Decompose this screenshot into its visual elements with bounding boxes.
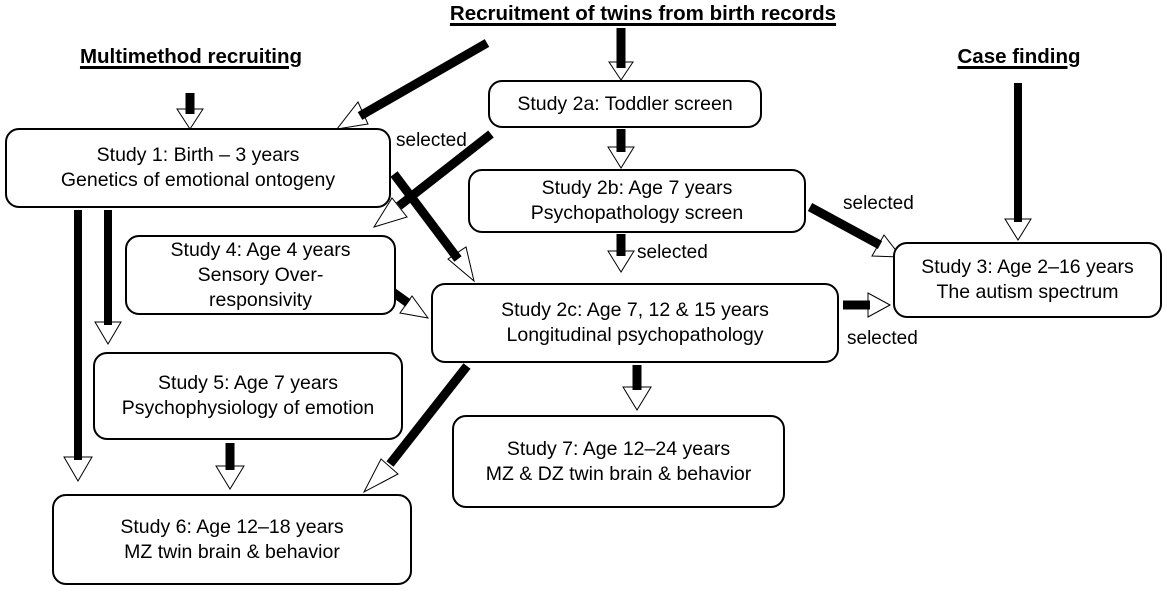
edge-label-selected-study3-b: selected bbox=[847, 328, 918, 349]
arrow-study2c-to-study6 bbox=[362, 363, 471, 494]
box-study-4[interactable]: Study 4: Age 4 years Sensory Over- respo… bbox=[125, 235, 396, 315]
box-study-1[interactable]: Study 1: Birth – 3 years Genetics of emo… bbox=[5, 128, 391, 208]
arrow-study2a-to-study2b bbox=[607, 129, 635, 169]
arrow-study5-to-study6 bbox=[215, 443, 245, 490]
box-study-7[interactable]: Study 7: Age 12–24 years MZ & DZ twin br… bbox=[452, 415, 785, 508]
arrow-study1-to-study2c bbox=[390, 171, 475, 283]
header-multimethod-recruiting: Multimethod recruiting bbox=[79, 45, 303, 68]
box-study-5[interactable]: Study 5: Age 7 years Psychophysiology of… bbox=[93, 352, 403, 440]
box-study-2c[interactable]: Study 2c: Age 7, 12 & 15 years Longitudi… bbox=[431, 283, 839, 363]
arrow-multimethod-to-study1 bbox=[176, 93, 204, 130]
edge-label-selected-study3-a: selected bbox=[843, 193, 914, 214]
arrow-study2c-to-study7 bbox=[622, 365, 652, 411]
arrow-study1-to-study5 bbox=[94, 210, 122, 345]
box-study-2b[interactable]: Study 2b: Age 7 years Psychopathology sc… bbox=[468, 169, 806, 233]
arrow-study2b-to-study2c bbox=[607, 234, 635, 273]
box-study-2a[interactable]: Study 2a: Toddler screen bbox=[488, 80, 762, 128]
arrow-study2b-to-study3 bbox=[807, 203, 903, 258]
header-case-finding: Case finding bbox=[957, 45, 1081, 68]
box-study-3[interactable]: Study 3: Age 2–16 years The autism spect… bbox=[893, 242, 1162, 318]
edge-label-selected-study1: selected bbox=[396, 130, 467, 151]
arrow-study1-to-study6 bbox=[63, 210, 93, 482]
header-recruitment: Recruitment of twins from birth records bbox=[449, 2, 837, 25]
box-study-6[interactable]: Study 6: Age 12–18 years MZ twin brain &… bbox=[52, 494, 412, 585]
arrow-recruitment-to-study2a bbox=[608, 28, 634, 81]
arrow-study2a-to-study4 bbox=[372, 130, 494, 228]
edge-label-selected-study2c: selected bbox=[637, 242, 708, 263]
arrow-recruitment-to-study1 bbox=[335, 39, 490, 130]
arrow-casefinding-to-study3 bbox=[1004, 83, 1032, 241]
arrow-study2c-to-study3 bbox=[843, 292, 892, 318]
